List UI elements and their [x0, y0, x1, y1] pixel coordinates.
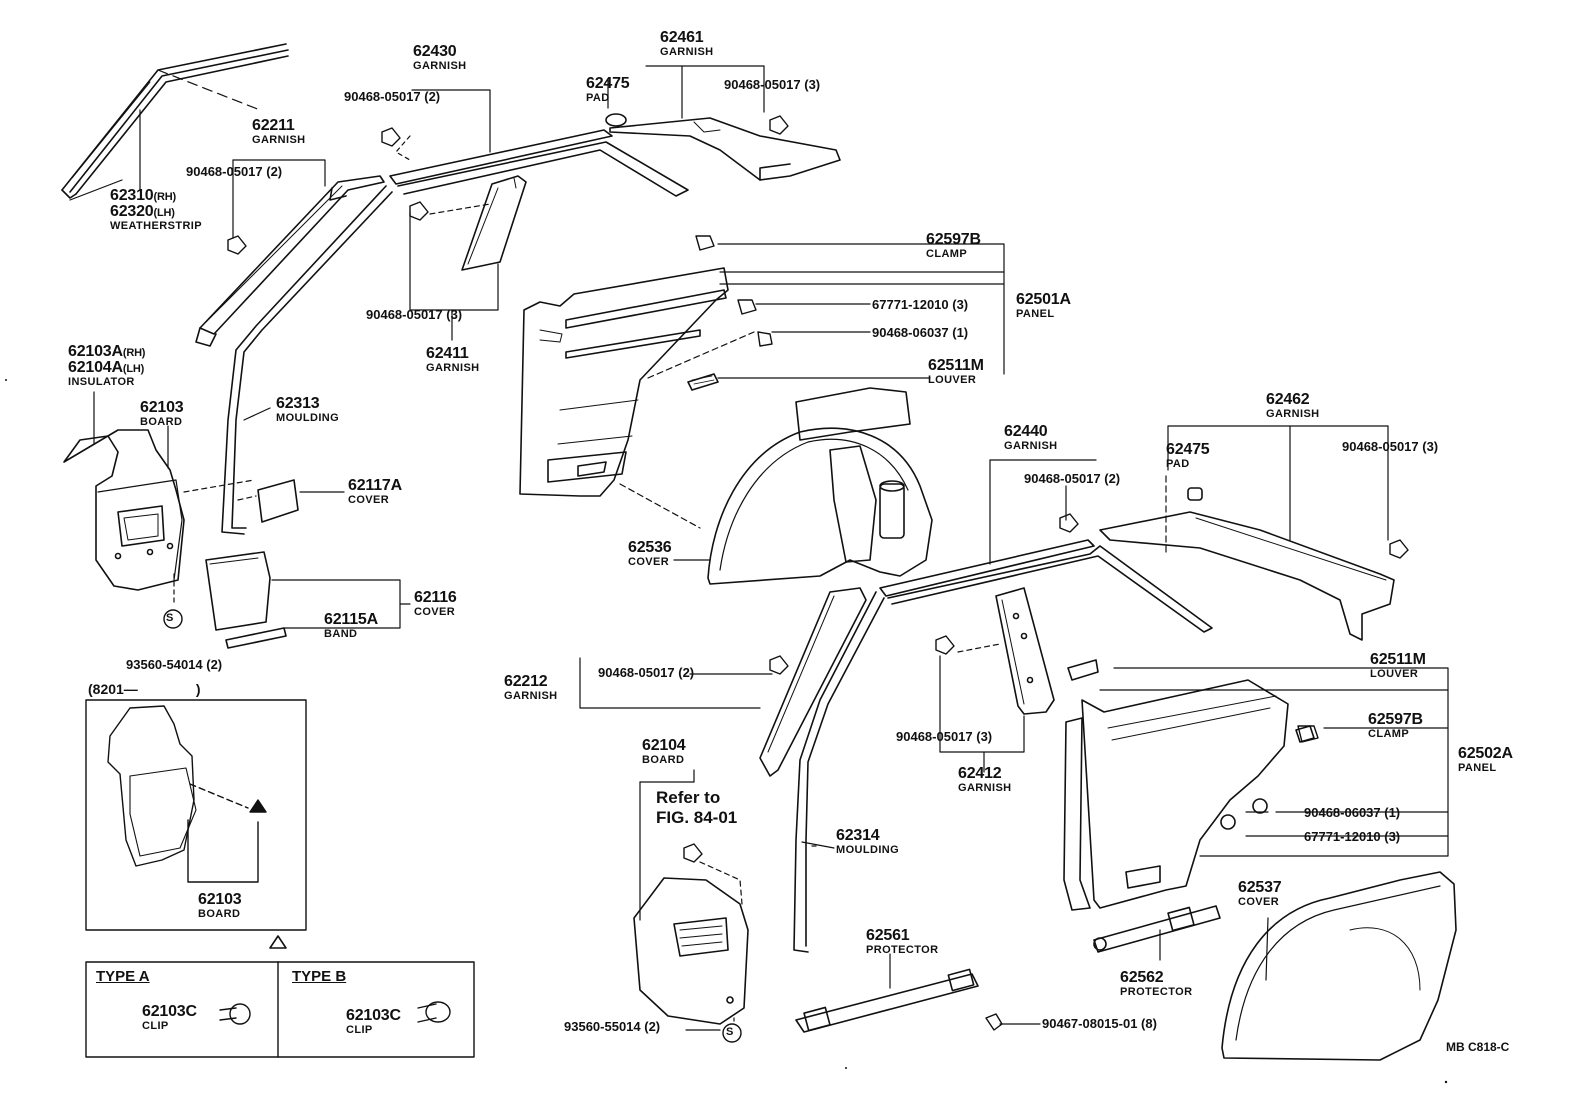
label-board-62103: 62103 BOARD — [140, 399, 184, 428]
label-garnish-62462: 62462 GARNISH — [1266, 391, 1320, 420]
label-garnish-62212: 62212 GARNISH — [504, 673, 558, 702]
label-garnish-62211: 62211 GARNISH — [252, 117, 306, 146]
type-b-part: 62103C CLIP — [346, 1007, 401, 1036]
type-table — [85, 961, 475, 1058]
s-symbols — [163, 609, 742, 1043]
moulding-62313-drawing — [221, 185, 393, 535]
s-symbol-left: S — [166, 612, 174, 624]
garnish-62462-drawing — [1099, 487, 1395, 641]
ref-62412-clip: 90468-05017 (3) — [896, 729, 993, 744]
inset-box — [85, 699, 307, 931]
garnish-62412-drawing — [995, 587, 1055, 715]
label-cover-62537: 62537 COVER — [1238, 879, 1282, 908]
scan-dots — [5, 379, 1448, 1084]
band-62115a-drawing — [225, 627, 287, 649]
cover-62116-drawing — [205, 551, 271, 631]
label-cover-62536: 62536 COVER — [628, 539, 672, 568]
label-louver-62511m-right: 62511M LOUVER — [1370, 651, 1426, 680]
label-weatherstrip: 62310(RH) 62320(LH) WEATHERSTRIP — [110, 187, 202, 232]
type-a-part: 62103C CLIP — [142, 1003, 197, 1032]
triangle-marker — [269, 935, 287, 949]
label-cover-62117a: 62117A COVER — [348, 477, 402, 506]
ref-62411-clip: 90468-05017 (3) — [366, 307, 463, 322]
ref-62212-clip: 90468-05017 (2) — [598, 665, 695, 680]
ref-90467: 90467-08015-01 (8) — [1042, 1016, 1157, 1031]
ref-67771-top: 67771-12010 (3) — [872, 297, 969, 312]
panel-62502a-drawing — [1063, 659, 1315, 911]
louver-62511m-top-drawing — [687, 373, 719, 391]
label-garnish-62461: 62461 GARNISH — [660, 29, 714, 58]
label-insulator: 62103A(RH) 62104A(LH) INSULATOR — [68, 343, 146, 388]
ref-67771-right: 67771-12010 (3) — [1304, 829, 1401, 844]
ref-62440-clip: 90468-05017 (2) — [1024, 471, 1121, 486]
ref-90468-06037-right: 90468-06037 (1) — [1304, 805, 1401, 820]
garnish-62440-drawing — [879, 539, 1213, 633]
ref-93560-54014: 93560-54014 (2) — [126, 657, 223, 672]
cover-62117a-drawing — [257, 479, 299, 523]
label-panel-62502a: 62502A PANEL — [1458, 745, 1513, 774]
label-moulding-62314: 62314 MOULDING — [836, 827, 900, 856]
garnish-62212-drawing — [759, 587, 867, 777]
label-garnish-62411: 62411 GARNISH — [426, 345, 480, 374]
garnish-62211-drawing — [195, 175, 385, 347]
label-panel-62501a: 62501A PANEL — [1016, 291, 1071, 320]
label-clamp-62597b-top: 62597B CLAMP — [926, 231, 981, 260]
ref-62461-clip: 90468-05017 (3) — [724, 77, 821, 92]
leader-lines — [69, 65, 1449, 1031]
label-board-62104: 62104 BOARD — [642, 737, 686, 766]
board-62104-drawing — [633, 877, 749, 1025]
board-62103-drawing — [63, 429, 185, 591]
label-louver-62511m-top: 62511M LOUVER — [928, 357, 984, 386]
label-board-62103-inset: 62103 BOARD — [198, 891, 242, 920]
ref-62211-clip: 90468-05017 (2) — [186, 164, 283, 179]
label-garnish-62430: 62430 GARNISH — [413, 43, 467, 72]
garnish-62411-drawing — [461, 175, 527, 271]
label-pad-62475-top: 62475 PAD — [586, 75, 630, 104]
panel-62501a-drawing — [519, 267, 729, 497]
label-clamp-62597b-right: 62597B CLAMP — [1368, 711, 1423, 740]
label-garnish-62412: 62412 GARNISH — [958, 765, 1012, 794]
label-band-62115a: 62115A BAND — [324, 611, 378, 640]
garnish-62430-drawing — [389, 129, 689, 197]
ref-90468-06037-top: 90468-06037 (1) — [872, 325, 969, 340]
ref-62462-clip: 90468-05017 (3) — [1342, 439, 1439, 454]
label-moulding-62313: 62313 MOULDING — [276, 395, 340, 424]
inset-date-range: (8201—) — [88, 681, 201, 697]
cover-62536-drawing — [707, 387, 933, 585]
protector-62562-drawing — [1093, 905, 1221, 953]
s-symbol-center: S — [726, 1026, 734, 1038]
clip-drawings — [227, 115, 1409, 1031]
moulding-62314-drawing — [793, 591, 885, 953]
protector-62561-drawing — [795, 968, 979, 1033]
type-a-header: TYPE A — [96, 968, 150, 985]
ref-62430-clip: 90468-05017 (2) — [344, 89, 441, 104]
label-garnish-62440: 62440 GARNISH — [1004, 423, 1058, 452]
label-protector-62562: 62562 PROTECTOR — [1120, 969, 1193, 998]
label-protector-62561: 62561 PROTECTOR — [866, 927, 939, 956]
diagram-code: MB C818-C — [1446, 1040, 1510, 1054]
garnish-62461-drawing — [605, 113, 841, 181]
label-pad-62475-right: 62475 PAD — [1166, 441, 1210, 470]
label-cover-62116: 62116 COVER — [414, 589, 457, 618]
cover-62537-drawing — [1221, 871, 1457, 1061]
ref-93560-55014: 93560-55014 (2) — [564, 1019, 661, 1034]
type-b-header: TYPE B — [292, 968, 347, 985]
